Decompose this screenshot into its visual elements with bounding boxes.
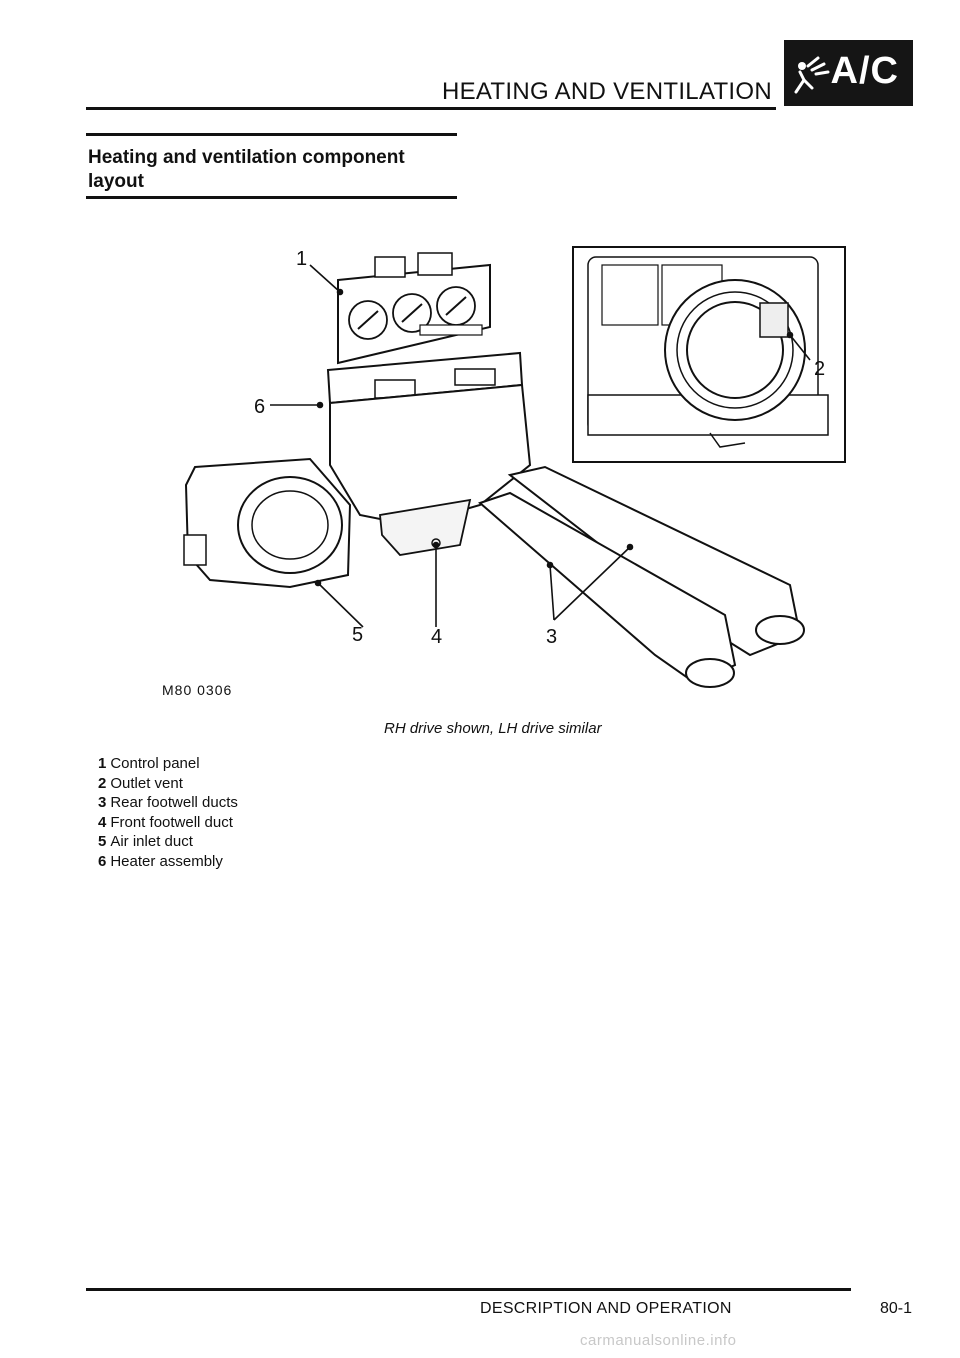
section-rule-top bbox=[86, 133, 457, 136]
legend-number: 2 bbox=[98, 774, 107, 792]
section-rule-bottom bbox=[86, 196, 457, 199]
footer-section-name: DESCRIPTION AND OPERATION bbox=[480, 1300, 732, 1317]
badge-label: A/C bbox=[830, 50, 899, 92]
watermark: carmanualsonline.info bbox=[580, 1332, 737, 1349]
callout-leaders bbox=[270, 264, 811, 628]
callout-2: 2 bbox=[814, 358, 825, 380]
fan-person-icon bbox=[794, 56, 830, 94]
footer-page-number: 80-1 bbox=[880, 1300, 913, 1317]
section-badge: A/C bbox=[784, 40, 913, 106]
air-inlet-duct-drawing bbox=[183, 457, 352, 589]
callout-4: 4 bbox=[431, 626, 442, 648]
legend-label: Control panel bbox=[110, 755, 200, 772]
callout-6: 6 bbox=[254, 396, 265, 418]
footer-rule bbox=[86, 1288, 851, 1291]
rear-footwell-ducts-drawing bbox=[478, 465, 805, 688]
legend-label: Front footwell duct bbox=[110, 813, 233, 831]
section-title: Heating and ventilation component layout bbox=[88, 147, 405, 192]
legend-number: 5 bbox=[98, 833, 107, 851]
page-header-title: HEATING AND VENTILATION bbox=[441, 78, 772, 105]
callout-3: 3 bbox=[546, 626, 557, 648]
callout-1: 1 bbox=[296, 248, 307, 270]
legend-label: Rear footwell ducts bbox=[110, 794, 238, 812]
vehicle-rear-inset bbox=[572, 246, 846, 463]
control-panel-drawing bbox=[337, 252, 491, 365]
figure-caption: RH drive shown, LH drive similar bbox=[384, 720, 602, 737]
legend-number: 3 bbox=[98, 794, 107, 812]
legend-number: 6 bbox=[98, 852, 107, 870]
legend-label: Heater assembly bbox=[110, 852, 223, 870]
figure-code: M80 0306 bbox=[162, 682, 233, 698]
heater-assembly-drawing bbox=[326, 351, 532, 556]
legend-label: Air inlet duct bbox=[110, 833, 193, 851]
header-rule bbox=[86, 107, 776, 110]
component-layout-figure: 1 2 3 4 5 6 bbox=[183, 246, 846, 688]
legend-label: Outlet vent bbox=[110, 774, 183, 792]
legend-number: 1 bbox=[98, 755, 107, 772]
legend-number: 4 bbox=[98, 813, 107, 831]
callout-5: 5 bbox=[352, 624, 363, 646]
